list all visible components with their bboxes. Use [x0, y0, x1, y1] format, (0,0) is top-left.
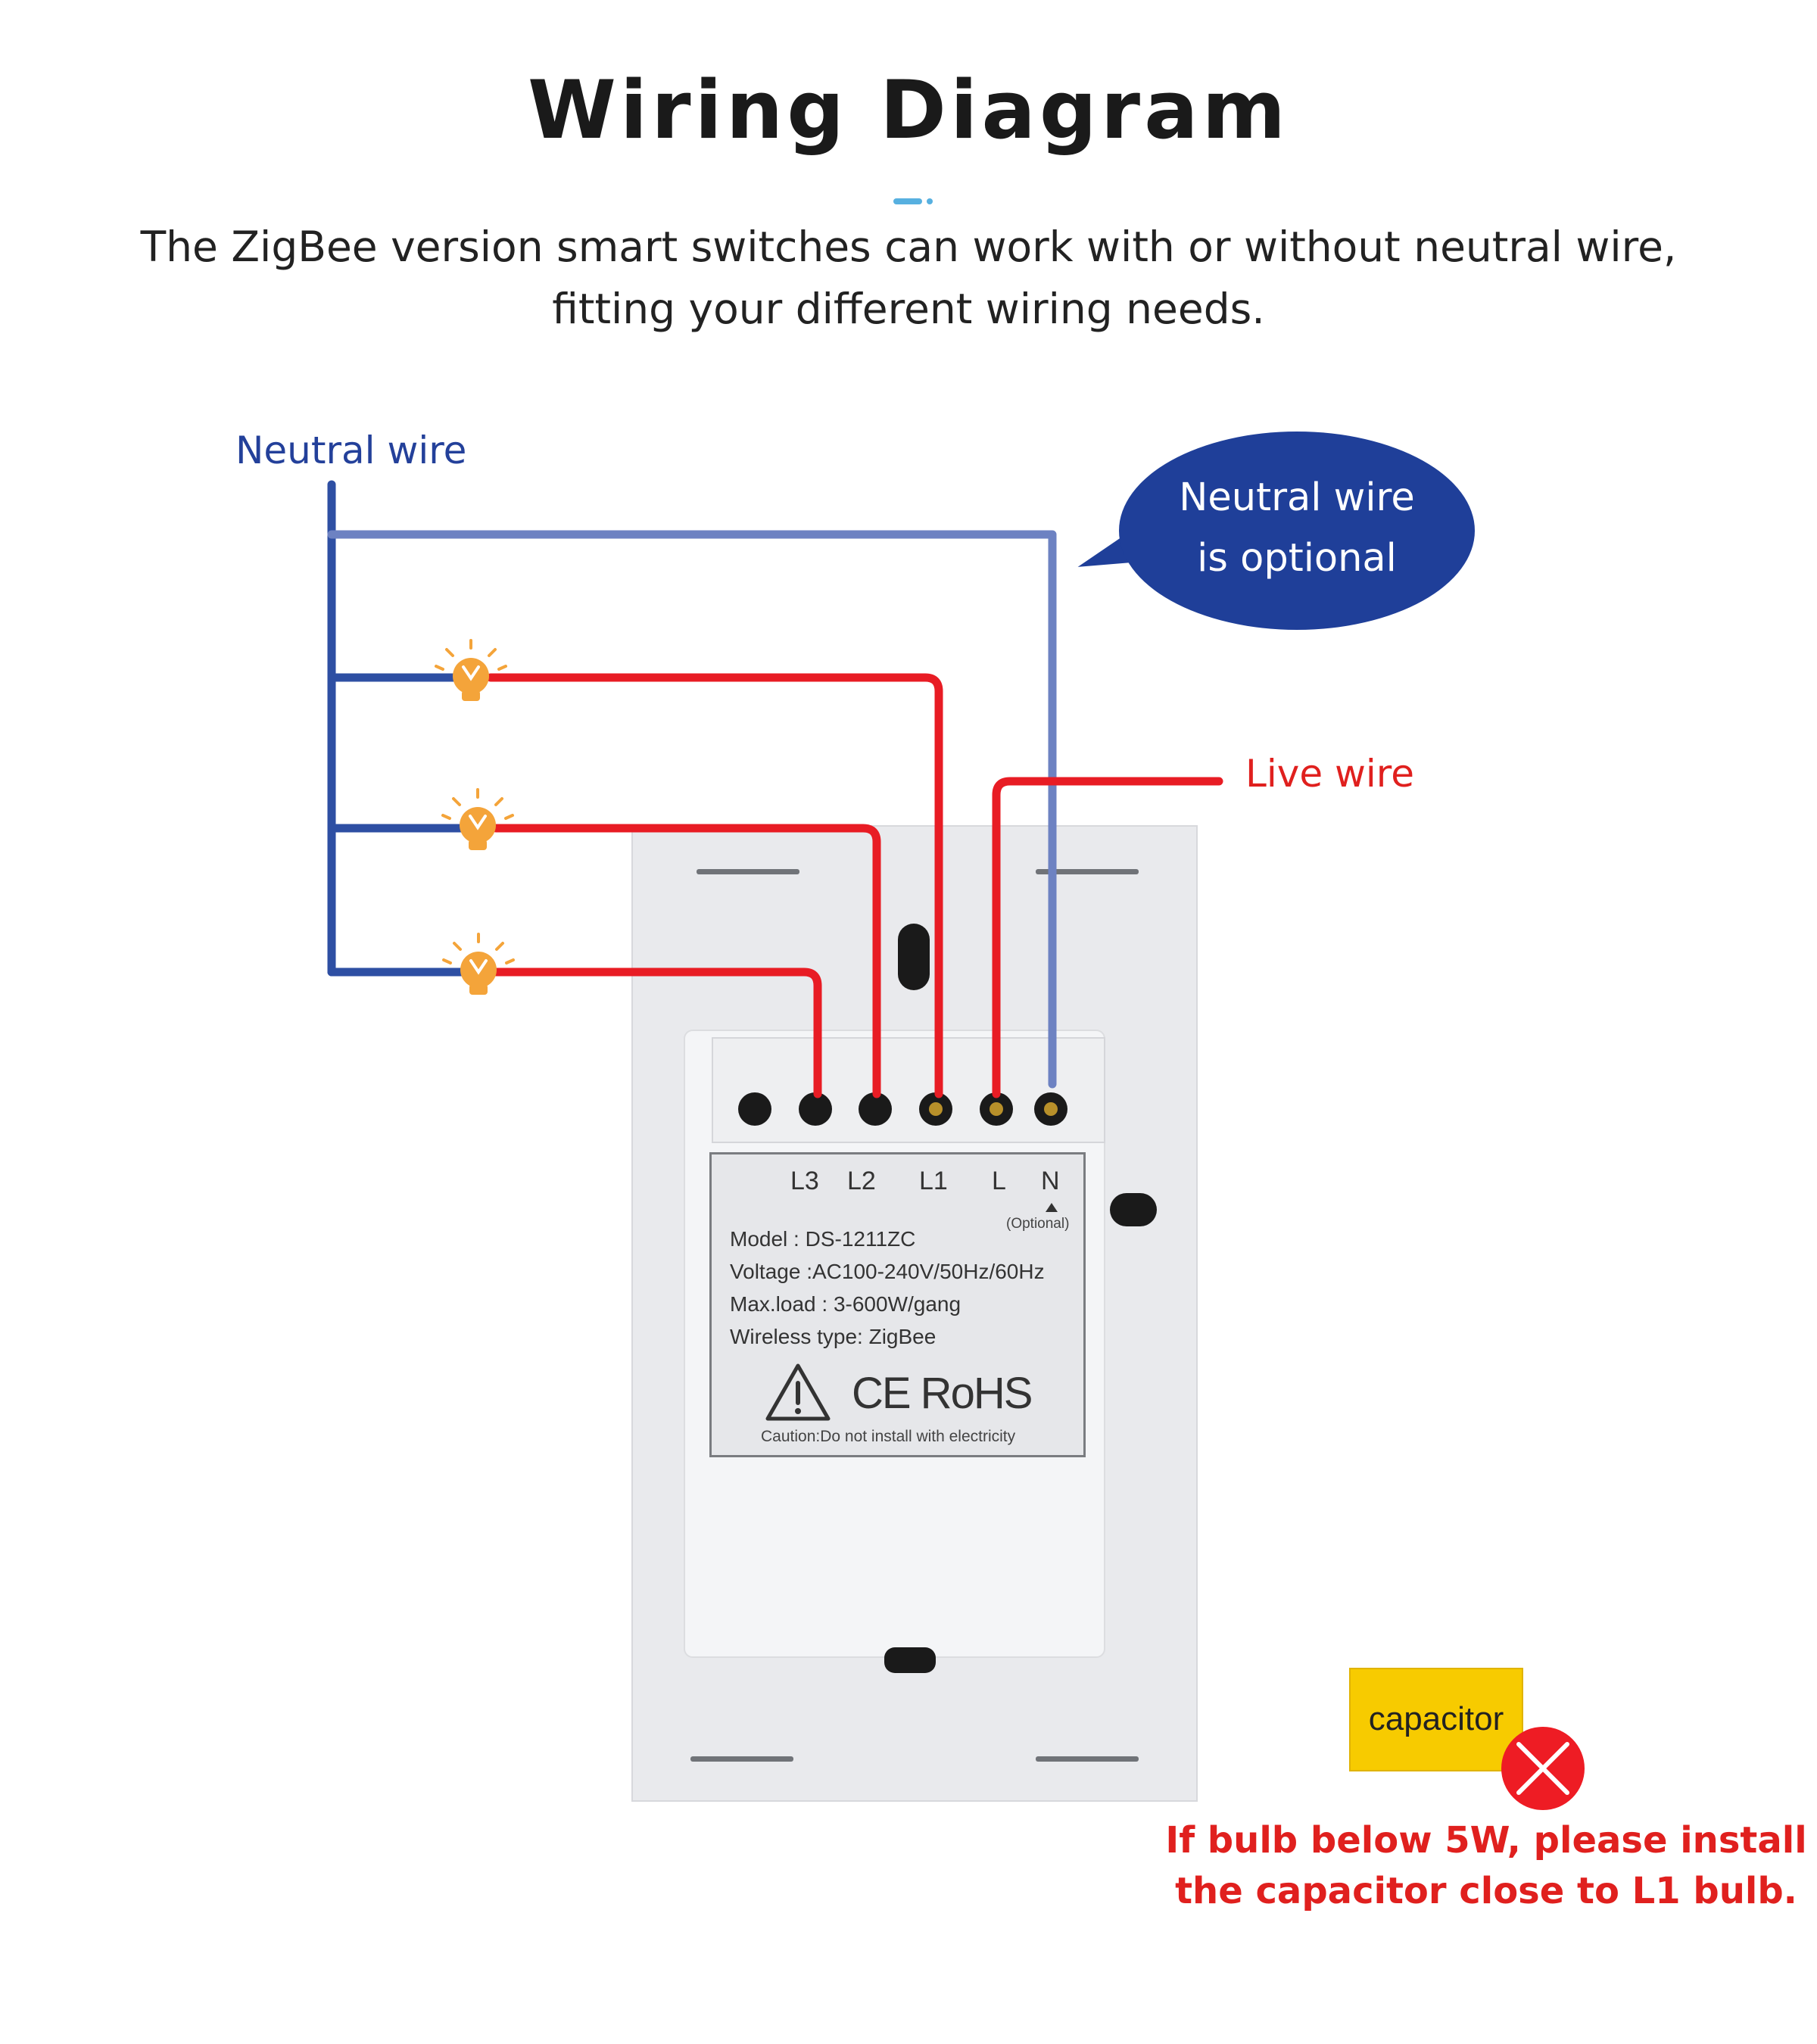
wire-bulb-3-to-l3 [491, 967, 822, 1098]
mounting-hole-right [1110, 1193, 1157, 1226]
subtitle-line-1: The ZigBee version smart switches can wo… [140, 223, 1677, 271]
close-icon [1516, 1742, 1569, 1795]
spec-max-load: Max.load : 3-600W/gang [730, 1292, 961, 1316]
title-accent-dot [927, 198, 933, 204]
live-wire-label: Live wire [1245, 752, 1414, 796]
subtitle-line-2: fitting your different wiring needs. [552, 285, 1265, 333]
mounting-hole-top [898, 924, 930, 990]
live-wire-to-l [992, 777, 1223, 1098]
terminal-label-l: L [992, 1167, 1006, 1195]
caution-text: Caution:Do not install with electricity [761, 1428, 1016, 1445]
optional-note: (Optional) [1006, 1216, 1070, 1232]
certification-marks: CE RoHS [852, 1369, 1033, 1418]
terminal-label-n: N [1041, 1167, 1060, 1195]
screw-l2 [859, 1092, 892, 1126]
warning-icon [765, 1363, 831, 1421]
screw-unused [738, 1092, 771, 1126]
bulb-icon [435, 639, 507, 701]
capacitor-label: capacitor [1368, 1700, 1504, 1737]
page-title: Wiring Diagram [527, 64, 1290, 157]
spec-wireless-type: Wireless type: ZigBee [730, 1325, 937, 1348]
spec-model: Model : DS-1211ZC [730, 1227, 916, 1251]
plate-slot-bottom-left [690, 1756, 793, 1762]
callout-text-line-1: Neutral wire [1179, 475, 1415, 520]
capacitor-note-line-2: the capacitor close to L1 bulb. [1175, 1870, 1797, 1912]
bulb-icon [442, 933, 515, 995]
live-wires [486, 673, 1223, 1098]
terminal-label-l2: L2 [847, 1167, 876, 1195]
neutral-wires [327, 480, 478, 977]
spec-voltage: Voltage :AC100-240V/50Hz/60Hz [730, 1260, 1045, 1283]
callout-text-line-2: is optional [1197, 536, 1397, 581]
device-label-plate [709, 1152, 1086, 1457]
title-accent-bar [893, 198, 922, 204]
capacitor-box [1349, 1668, 1523, 1771]
terminal-label-l3: L3 [790, 1167, 819, 1195]
wire-bulb-1-to-l1 [486, 673, 943, 1098]
capacitor-note-line-1: If bulb below 5W, please install [1165, 1819, 1807, 1862]
neutral-wire-to-n [327, 530, 1057, 1089]
callout-bubble [1119, 432, 1475, 630]
screw-l3 [799, 1092, 832, 1126]
mounting-hole-bottom [884, 1647, 936, 1673]
bulb-icon [441, 788, 514, 850]
terminal-screws [738, 1092, 1067, 1126]
terminal-block [712, 1037, 1105, 1143]
terminal-label-l1: L1 [919, 1167, 948, 1195]
plate-slot-top-left [697, 869, 799, 874]
optional-arrow-icon [1046, 1203, 1058, 1212]
wire-bulb-2-to-l2 [491, 824, 881, 1098]
plate-slot-top-right [1036, 869, 1139, 874]
neutral-wire-label: Neutral wire [235, 428, 467, 472]
plate-slot-bottom-right [1036, 1756, 1139, 1762]
